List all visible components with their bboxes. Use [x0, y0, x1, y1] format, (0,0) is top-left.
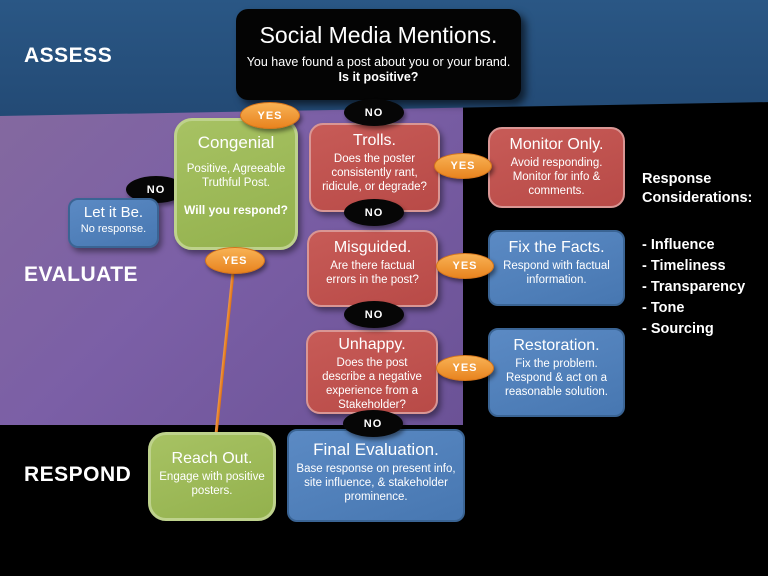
node-fix-the-facts-title: Fix the Facts.: [508, 239, 605, 256]
consideration-timeliness: - Timeliness: [642, 258, 726, 275]
consideration-tone: - Tone: [642, 300, 685, 317]
node-unhappy-title: Unhappy.: [338, 336, 406, 353]
node-reach-out: Reach Out. Engage with positive posters.: [148, 432, 276, 521]
response-considerations-list: - Influence - Timeliness - Transparency …: [642, 235, 764, 340]
pill-no-trolls-to-misguided: NO: [344, 199, 404, 226]
slide-title: Social Media Mentions.: [259, 22, 498, 48]
pill-no-title-to-trolls: NO: [344, 99, 404, 126]
consideration-sourcing: - Sourcing: [642, 321, 714, 338]
stage-label-respond: RESPOND: [24, 463, 132, 486]
node-reach-out-body: Engage with positive posters.: [159, 471, 265, 498]
node-fix-the-facts-body: Respond with factual information.: [503, 260, 610, 287]
node-trolls-body: Does the poster consistently rant, ridic…: [322, 153, 427, 194]
node-unhappy: Unhappy. Does the post describe a negati…: [306, 330, 438, 414]
node-final-evaluation-body: Base response on present info, site infl…: [296, 463, 456, 504]
consideration-influence: - Influence: [642, 237, 715, 254]
node-monitor-only-title: Monitor Only.: [509, 136, 604, 153]
node-let-it-be: Let it Be. No response.: [68, 198, 159, 248]
pill-yes-unhappy-to-restoration: YES: [436, 355, 494, 381]
node-let-it-be-title: Let it Be.: [83, 204, 144, 221]
node-restoration-title: Restoration.: [513, 337, 600, 354]
response-considerations-panel: Response Considerations: - Influence - T…: [642, 170, 764, 340]
node-congenial: Congenial Positive, Agreeable Truthful P…: [174, 118, 298, 250]
node-monitor-only-body: Avoid responding. Monitor for info & com…: [510, 157, 603, 198]
stage-label-evaluate: EVALUATE: [24, 263, 139, 286]
node-reach-out-title: Reach Out.: [171, 450, 253, 467]
node-misguided: Misguided. Are there factual errors in t…: [307, 230, 438, 307]
pill-yes-congenial-to-reach-out: YES: [205, 247, 265, 274]
node-final-evaluation-title: Final Evaluation.: [313, 440, 439, 459]
node-misguided-body: Are there factual errors in the post?: [326, 260, 419, 287]
node-congenial-body: Positive, Agreeable Truthful Post.: [186, 163, 286, 190]
node-trolls: Trolls. Does the poster consistently ran…: [309, 123, 440, 212]
slide-subtitle: You have found a post about you or your …: [246, 55, 511, 69]
node-unhappy-body: Does the post describe a negative experi…: [322, 357, 422, 412]
node-monitor-only: Monitor Only. Avoid responding. Monitor …: [488, 127, 625, 208]
node-final-evaluation: Final Evaluation. Base response on prese…: [287, 429, 465, 522]
consideration-transparency: - Transparency: [642, 279, 746, 296]
node-restoration: Restoration. Fix the problem. Respond & …: [488, 328, 625, 417]
node-trolls-title: Trolls.: [353, 132, 396, 149]
node-misguided-title: Misguided.: [333, 239, 412, 256]
node-congenial-title: Congenial: [197, 133, 275, 152]
pill-yes-trolls-to-monitor: YES: [434, 153, 492, 179]
node-congenial-question: Will you respond?: [184, 203, 288, 218]
response-considerations-heading: Response Considerations:: [642, 171, 753, 207]
node-let-it-be-body: No response.: [80, 223, 147, 235]
slide-question: Is it positive?: [338, 70, 419, 84]
pill-yes-misguided-to-fix-facts: YES: [436, 253, 494, 279]
title-card: Social Media Mentions. You have found a …: [236, 9, 521, 100]
pill-no-misguided-to-unhappy: NO: [344, 301, 404, 328]
node-fix-the-facts: Fix the Facts. Respond with factual info…: [488, 230, 625, 306]
node-restoration-body: Fix the problem. Respond & act on a reas…: [505, 358, 608, 399]
pill-no-unhappy-to-final-evaluation: NO: [343, 410, 403, 437]
pill-yes-title-to-congenial: YES: [240, 102, 300, 129]
stage-label-assess: ASSESS: [24, 44, 113, 67]
